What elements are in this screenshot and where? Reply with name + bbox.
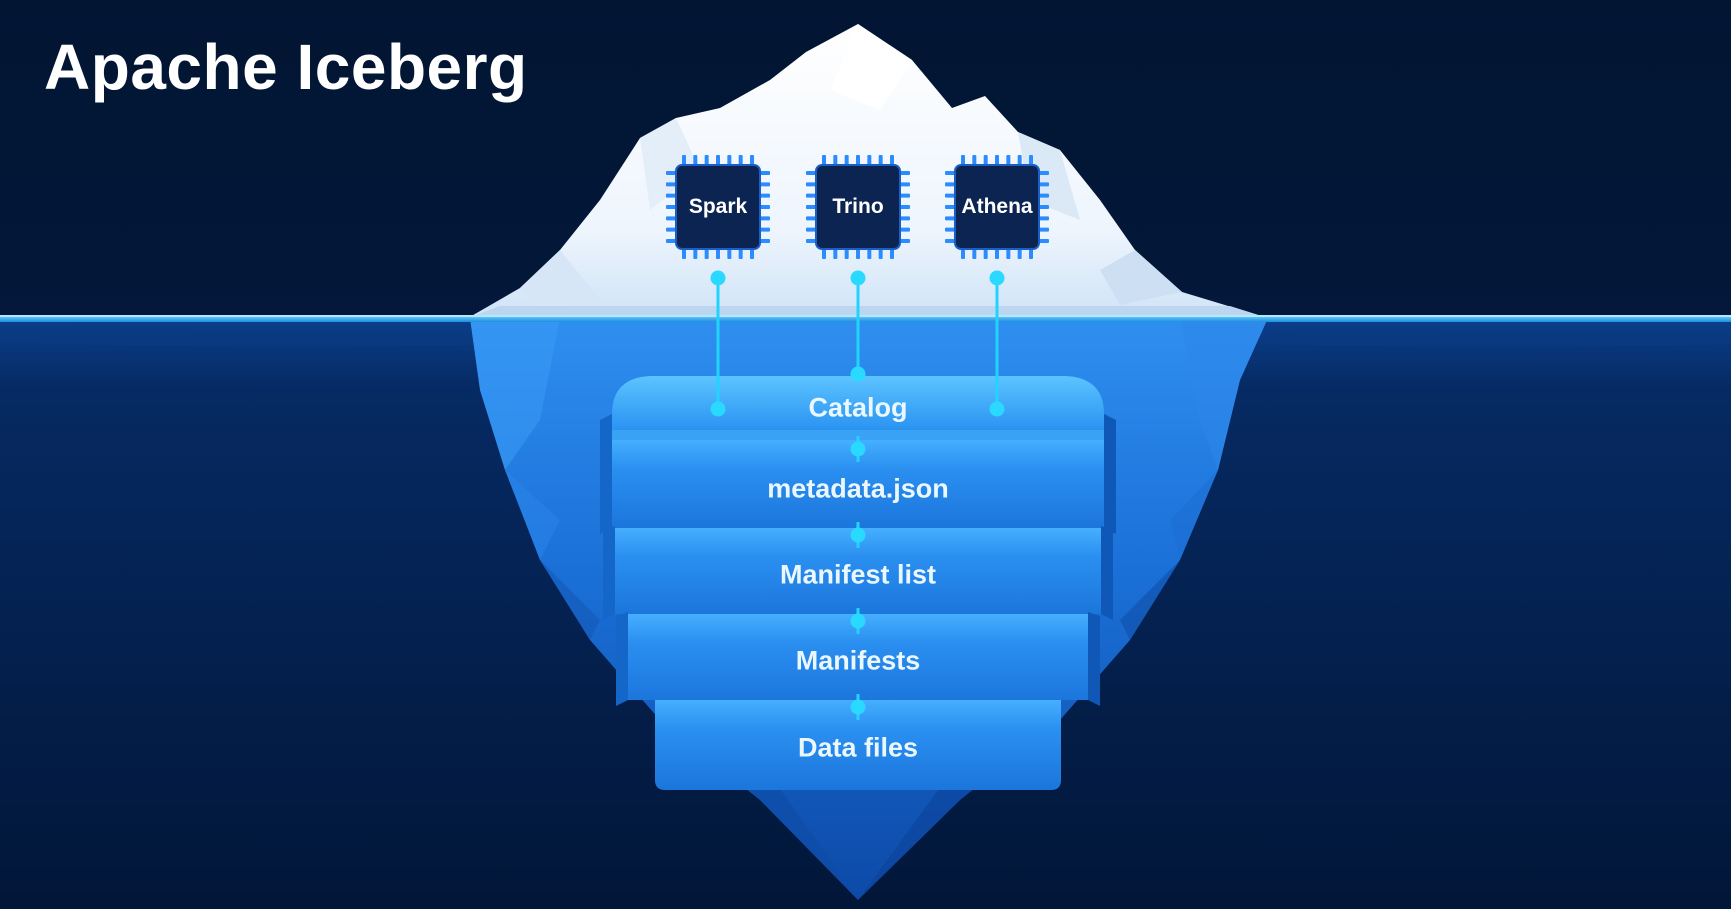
connector-dot — [710, 270, 726, 286]
connector-dot — [850, 527, 866, 543]
chip-icon — [666, 155, 770, 259]
layer-stack — [600, 376, 1116, 790]
water-surface-line — [0, 315, 1731, 322]
engine-label-trino: Trino — [832, 195, 884, 218]
connector-dot — [850, 699, 866, 715]
connector-dot — [989, 270, 1005, 286]
page-title: Apache Iceberg — [44, 31, 528, 103]
engine-label-athena: Athena — [961, 195, 1033, 218]
layer-label-metadata-json: metadata.json — [767, 473, 949, 504]
connector-dot — [850, 613, 866, 629]
connector-dot — [850, 366, 866, 382]
layer-label-manifest-list: Manifest list — [779, 559, 937, 590]
layer-label-data-files: Data files — [797, 732, 919, 763]
connector-dot — [989, 401, 1005, 417]
layer-label-manifests: Manifests — [795, 645, 921, 676]
connector-dot — [710, 401, 726, 417]
connector-dot — [850, 441, 866, 457]
engine-label-spark: Spark — [688, 195, 748, 218]
chip-icon — [945, 155, 1049, 259]
engine-chips — [666, 155, 1049, 259]
chip-icon — [806, 155, 910, 259]
connector-dot — [850, 270, 866, 286]
connector-dots — [710, 270, 1005, 715]
layer-label-catalog: Catalog — [808, 392, 908, 423]
